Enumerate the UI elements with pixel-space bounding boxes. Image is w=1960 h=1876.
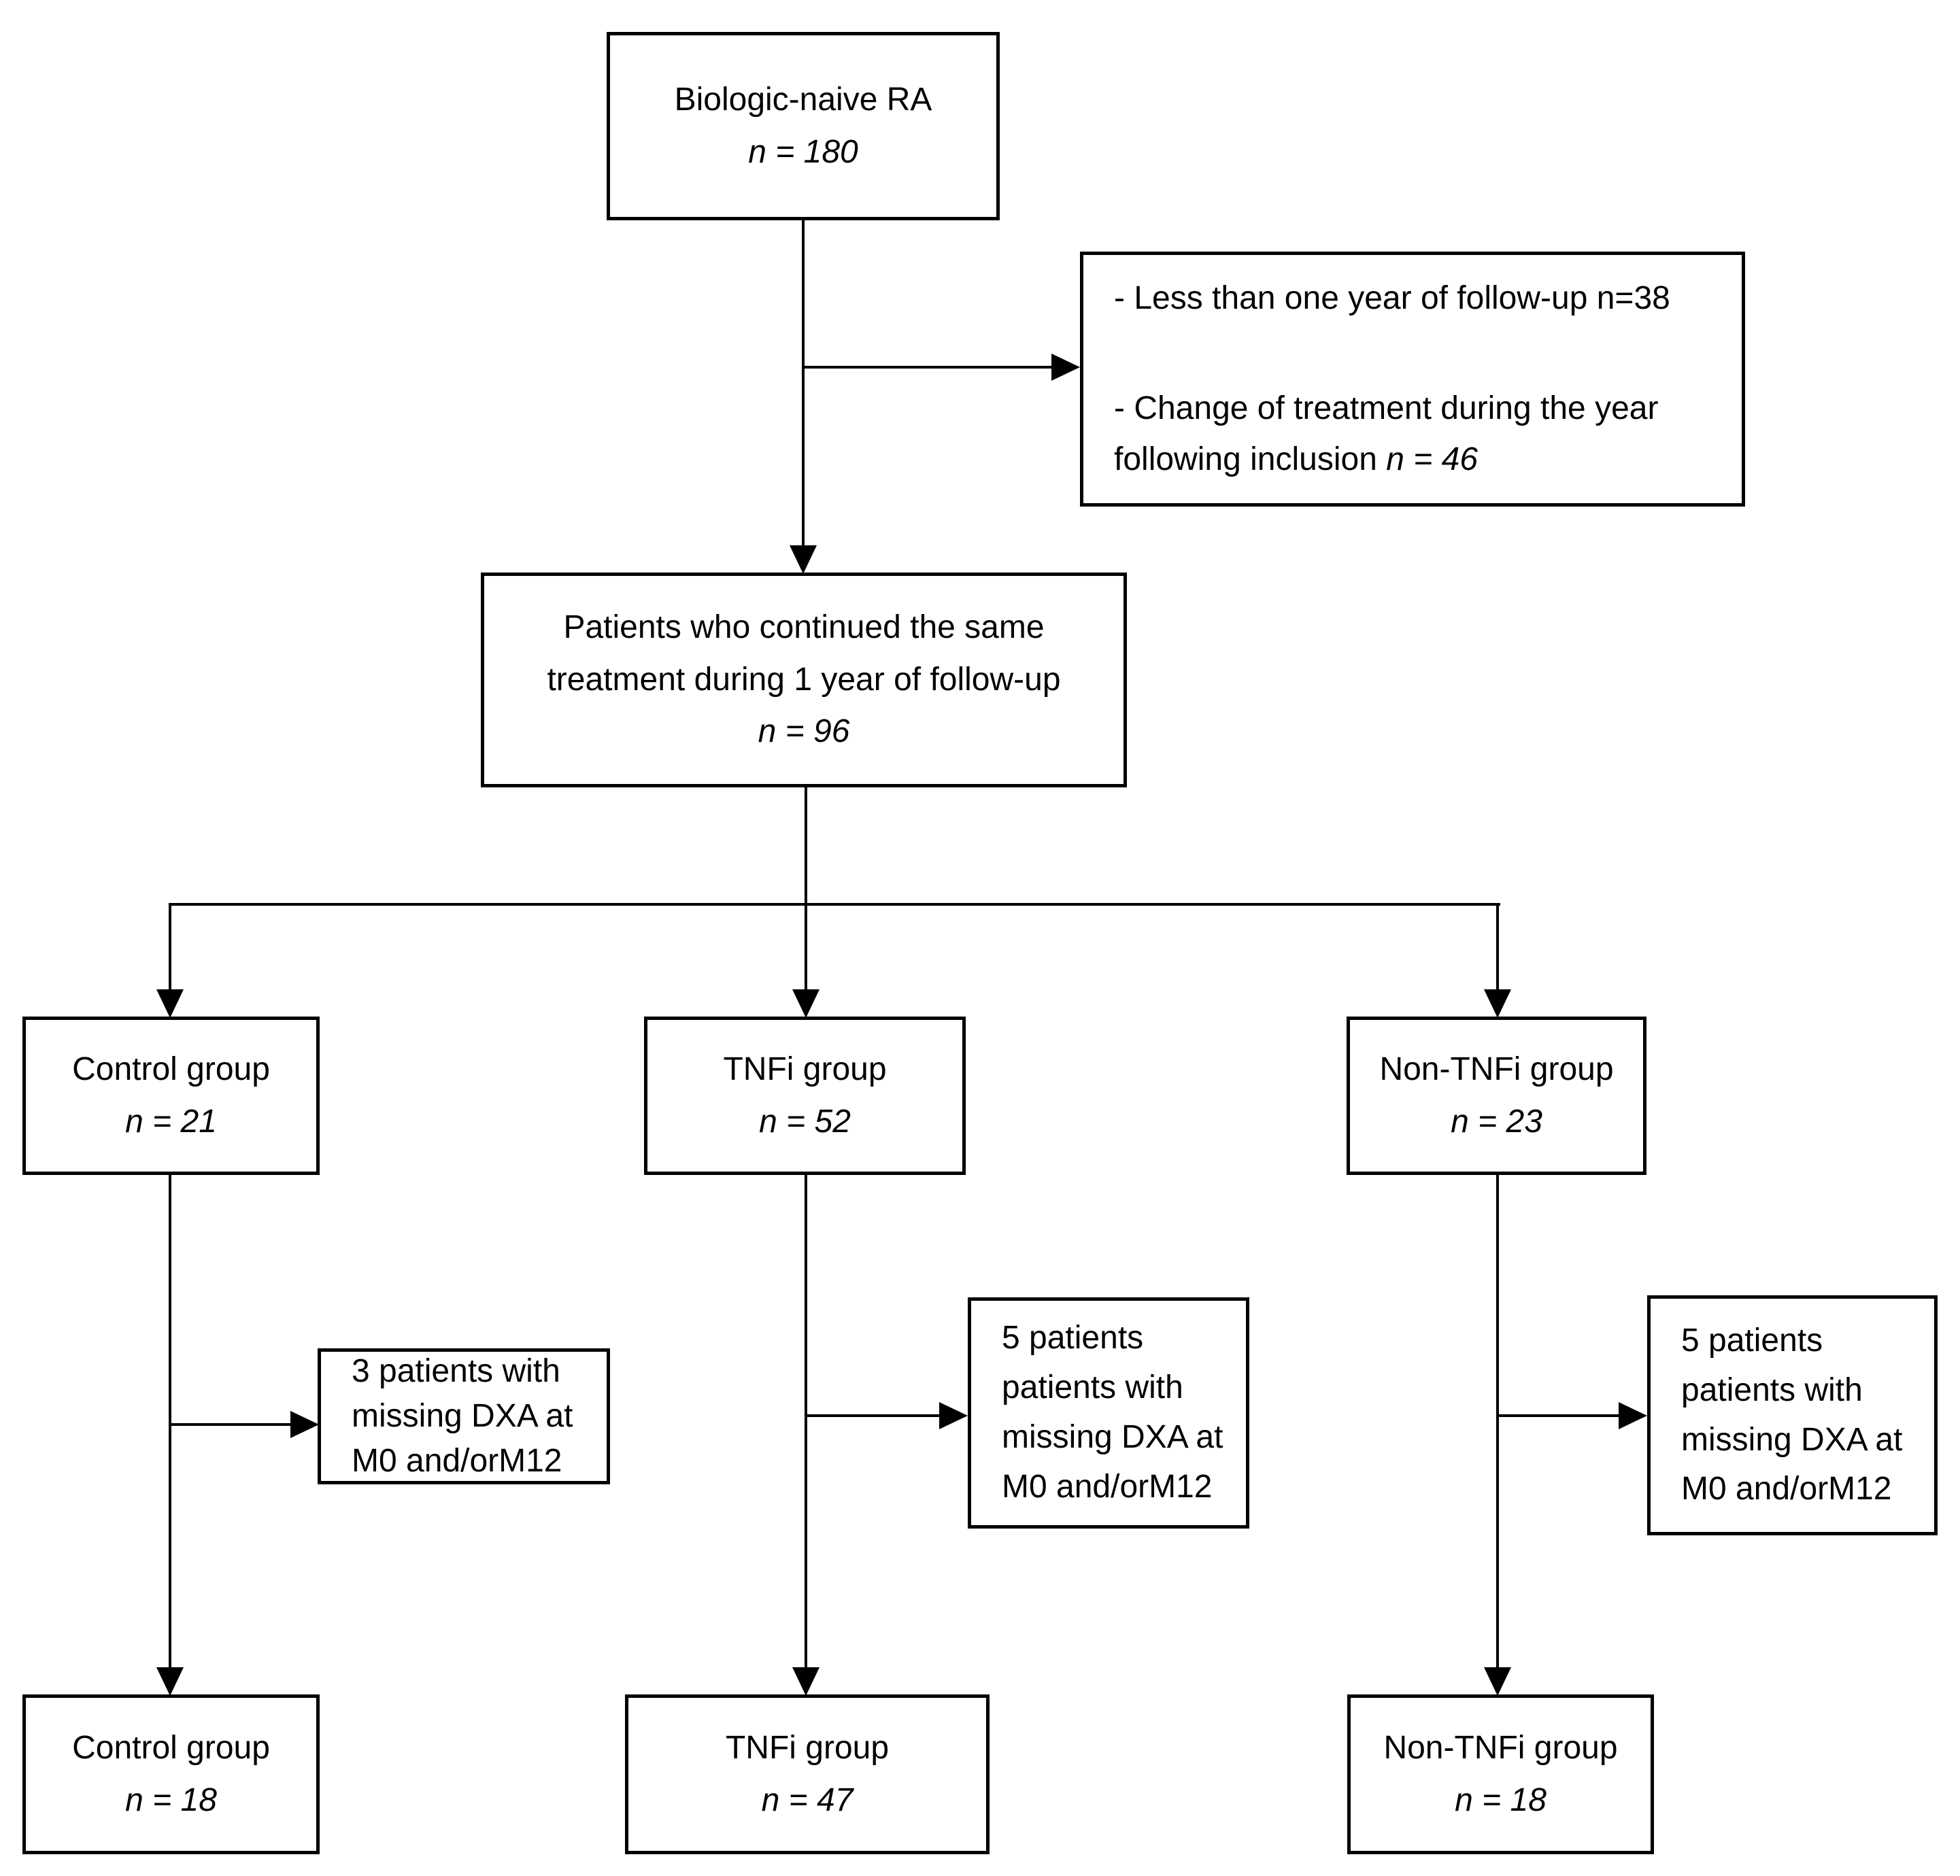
arrowhead-down-tnfi — [792, 989, 820, 1018]
exclusion-item-line2: following inclusion — [1114, 441, 1387, 477]
exclusion-list: - Less than one year of follow-up n=38 -… — [1114, 273, 1670, 485]
node-control-group-final: Control group n = 18 — [22, 1694, 320, 1854]
node-count: n = 18 — [1455, 1781, 1547, 1818]
connector-continued-to-tnfi — [805, 785, 807, 989]
node-label: Non-TNFi group — [1383, 1729, 1618, 1766]
arrowhead-down-control-final — [156, 1667, 184, 1696]
node-count: n = 96 — [758, 713, 850, 750]
node-tnfi-group: TNFi group n = 52 — [644, 1017, 966, 1175]
connector-to-exclusions — [803, 366, 1053, 369]
node-label: patients with — [1002, 1369, 1183, 1406]
arrowhead-right-missing-non-tnfi — [1619, 1402, 1647, 1429]
node-count: n = 52 — [759, 1103, 851, 1140]
node-missing-dxa-tnfi: 5 patients patients with missing DXA at … — [968, 1297, 1249, 1529]
connector-control-to-missing — [170, 1423, 290, 1426]
node-label: missing DXA at — [1681, 1421, 1903, 1458]
exclusion-item-line1: - Change of treatment during the year — [1114, 390, 1659, 427]
node-count: n = 47 — [761, 1781, 854, 1818]
node-label: patients with — [1681, 1371, 1863, 1408]
node-label: M0 and/orM12 — [1002, 1468, 1213, 1505]
node-label: missing DXA at — [352, 1398, 573, 1435]
arrowhead-down-non-tnfi-final — [1484, 1667, 1511, 1696]
connector-tnfi-to-final — [805, 1173, 807, 1667]
arrowhead-right-exclusions — [1051, 354, 1080, 381]
node-label: Patients who continued the same — [563, 609, 1045, 645]
connector-distribution — [169, 903, 1500, 906]
arrowhead-down-control — [156, 989, 184, 1018]
node-count: n = 23 — [1451, 1103, 1542, 1140]
node-non-tnfi-group: Non-TNFi group n = 23 — [1347, 1017, 1646, 1175]
node-label: 5 patients — [1681, 1322, 1823, 1359]
connector-to-control — [169, 903, 171, 990]
arrowhead-right-missing-control — [290, 1411, 319, 1438]
node-label: M0 and/orM12 — [1681, 1471, 1892, 1507]
node-label: Biologic-naive RA — [674, 81, 932, 118]
node-exclusions: - Less than one year of follow-up n=38 -… — [1080, 252, 1745, 507]
connector-non-tnfi-to-final — [1496, 1173, 1499, 1667]
node-control-group: Control group n = 21 — [22, 1017, 320, 1175]
node-label: missing DXA at — [1002, 1419, 1223, 1455]
node-label: TNFi group — [725, 1729, 890, 1766]
node-continued-treatment: Patients who continued the same treatmen… — [481, 573, 1127, 787]
node-count: n = 18 — [125, 1781, 217, 1818]
node-label: Control group — [72, 1051, 270, 1087]
arrowhead-right-missing-tnfi — [939, 1402, 968, 1429]
connector-tnfi-to-missing — [806, 1414, 939, 1417]
arrowhead-down-tnfi-final — [792, 1667, 820, 1696]
exclusion-item-followup: - Less than one year of follow-up n=38 — [1114, 279, 1670, 316]
node-label: Control group — [72, 1729, 270, 1766]
connector-control-to-final — [169, 1173, 171, 1667]
node-label: 5 patients — [1002, 1320, 1144, 1357]
node-count: n = 21 — [125, 1103, 217, 1140]
connector-top-to-continued — [802, 218, 805, 545]
connector-to-non-tnfi — [1496, 903, 1499, 990]
exclusion-item-treatment-change: - Change of treatment during the year fol… — [1114, 383, 1670, 485]
node-biologic-naive-ra: Biologic-naive RA n = 180 — [607, 32, 1000, 220]
node-non-tnfi-group-final: Non-TNFi group n = 18 — [1347, 1694, 1654, 1854]
node-tnfi-group-final: TNFi group n = 47 — [625, 1694, 990, 1854]
node-missing-dxa-control: 3 patients with missing DXA at M0 and/or… — [318, 1348, 610, 1484]
node-label: TNFi group — [723, 1051, 887, 1087]
arrowhead-down-non-tnfi — [1484, 989, 1511, 1018]
arrowhead-down-continued — [790, 545, 817, 574]
exclusion-item-count: n = 46 — [1386, 441, 1479, 477]
node-label: 3 patients with — [352, 1353, 560, 1390]
node-label: treatment during 1 year of follow-up — [547, 661, 1061, 698]
node-label: M0 and/orM12 — [352, 1442, 562, 1479]
connector-non-tnfi-to-missing — [1498, 1414, 1619, 1417]
node-label: Non-TNFi group — [1379, 1051, 1614, 1087]
node-count: n = 180 — [748, 133, 858, 170]
node-missing-dxa-non-tnfi: 5 patients patients with missing DXA at … — [1647, 1295, 1938, 1535]
